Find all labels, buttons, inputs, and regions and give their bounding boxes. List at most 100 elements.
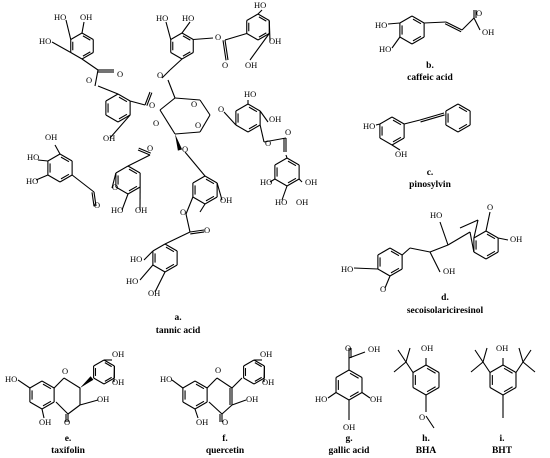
bond xyxy=(152,243,166,252)
atom-label-oh: HO xyxy=(5,374,17,384)
atom-label-oh: HO xyxy=(430,210,442,220)
bond xyxy=(170,52,183,60)
bond xyxy=(287,177,297,184)
label-d-name: secoisolariciresinol xyxy=(407,306,484,316)
bond xyxy=(258,32,267,38)
bond xyxy=(392,136,402,143)
bond xyxy=(127,165,141,174)
atom-label-oh: OH xyxy=(220,195,232,205)
wedge-bond xyxy=(175,134,183,151)
bond xyxy=(194,408,199,419)
bond xyxy=(118,96,128,103)
bond xyxy=(182,51,191,57)
bond xyxy=(473,17,481,31)
atom-label-oh: OH xyxy=(245,60,257,70)
bond xyxy=(502,387,517,396)
bond xyxy=(503,386,513,393)
atom-label-oh: HO xyxy=(363,121,375,131)
atom-label-oh: OH xyxy=(135,205,147,215)
bond xyxy=(485,251,499,260)
bond xyxy=(429,251,441,273)
bha-structure xyxy=(393,347,440,429)
bond xyxy=(469,231,475,253)
bond xyxy=(71,174,95,193)
bond xyxy=(167,79,176,99)
bond xyxy=(184,151,206,177)
bond xyxy=(224,32,247,41)
bond xyxy=(274,157,288,166)
bond xyxy=(170,32,183,40)
label-i-letter: i. xyxy=(499,434,504,444)
bond xyxy=(286,157,300,166)
atom-label-oh: OH xyxy=(443,266,455,276)
bond xyxy=(498,237,509,241)
bond xyxy=(143,250,154,261)
label-b-letter: b. xyxy=(426,61,434,71)
label-a-name: tannic acid xyxy=(156,326,201,336)
secoisolariciresinol-structure xyxy=(353,211,509,289)
bond xyxy=(182,380,196,389)
bond xyxy=(79,399,99,406)
bond xyxy=(138,147,151,154)
bond xyxy=(115,165,129,174)
bond xyxy=(399,36,413,45)
bond xyxy=(486,233,496,240)
atom-label-o: O xyxy=(204,225,210,235)
atom-label-o: O xyxy=(285,127,291,137)
bond xyxy=(171,379,184,389)
bond xyxy=(392,119,402,126)
atom-label-o: O xyxy=(157,70,163,80)
atom-label-o: O xyxy=(153,118,159,128)
bond xyxy=(29,401,43,410)
bond xyxy=(257,33,270,41)
bond xyxy=(105,114,119,123)
atom-label-oh: OH xyxy=(260,349,272,359)
bond xyxy=(93,191,97,207)
bond xyxy=(457,124,471,133)
atom-label-oh: OH xyxy=(269,36,281,46)
bond xyxy=(154,271,166,293)
bond xyxy=(181,21,191,34)
bond xyxy=(82,51,91,57)
bond xyxy=(192,196,206,205)
wedge-bond xyxy=(80,376,94,388)
atom-label-oh: HO xyxy=(244,89,256,99)
bond xyxy=(139,264,154,281)
bond xyxy=(353,267,378,270)
bond xyxy=(118,113,128,120)
bond xyxy=(444,23,462,33)
bond xyxy=(405,361,414,373)
label-h-letter: h. xyxy=(422,434,430,444)
bond xyxy=(104,376,112,382)
atom-label-oh: HO xyxy=(182,13,194,23)
bond xyxy=(412,364,427,373)
bond xyxy=(390,250,400,257)
bond xyxy=(349,391,359,398)
bond xyxy=(182,401,196,410)
bond xyxy=(485,230,499,239)
bond xyxy=(181,52,194,60)
bond xyxy=(109,114,131,139)
tannic-acid-structure xyxy=(35,9,303,293)
bond xyxy=(419,112,445,121)
bond xyxy=(335,369,350,378)
bond xyxy=(103,359,115,367)
bond xyxy=(47,174,61,183)
bond xyxy=(81,58,99,71)
bond xyxy=(127,154,151,167)
bond xyxy=(259,110,269,123)
bond xyxy=(128,168,138,175)
bond xyxy=(174,97,201,101)
bond xyxy=(461,17,475,31)
bond xyxy=(424,21,447,24)
tannic-acid-atom-labels: HO OH HO O O HO HO O O HO OH OH O O OH O… xyxy=(26,0,317,298)
bond xyxy=(391,36,401,49)
bond xyxy=(137,149,151,156)
bond xyxy=(35,174,49,181)
bond xyxy=(348,392,363,401)
bond xyxy=(216,182,223,201)
atom-label-o: O xyxy=(487,202,493,212)
bond xyxy=(37,159,48,162)
bond xyxy=(204,196,218,205)
bond xyxy=(426,367,436,374)
